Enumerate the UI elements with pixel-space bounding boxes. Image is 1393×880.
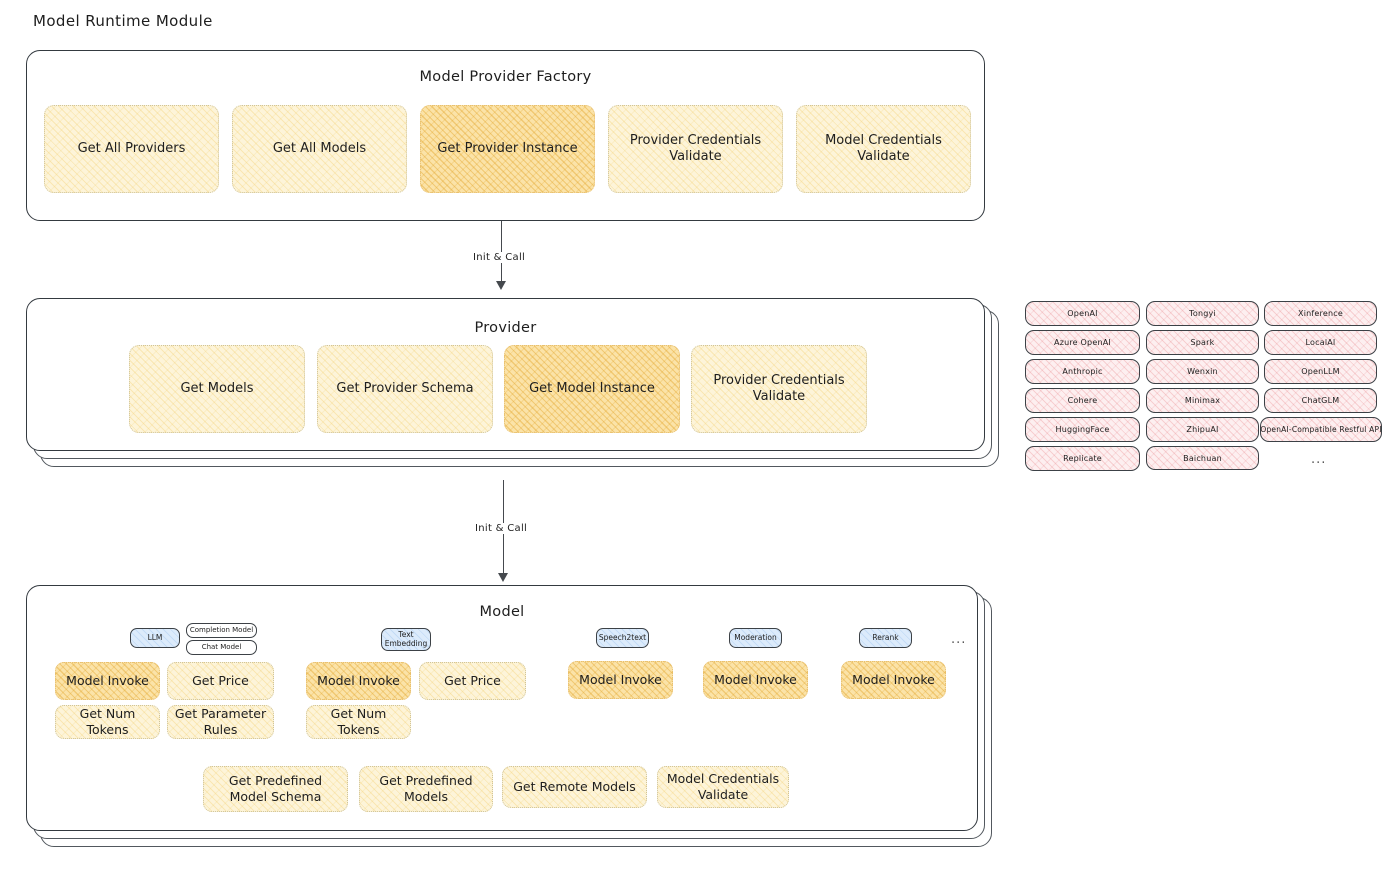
rerank-method-model-invoke[interactable]: Model Invoke [841, 661, 946, 699]
factory-method-model-credentials-validate[interactable]: Model Credentials Validate [796, 105, 971, 193]
llm-method-get-price[interactable]: Get Price [167, 662, 274, 700]
provider-pill-wenxin[interactable]: Wenxin [1146, 359, 1259, 384]
provider-pill-azure-openai[interactable]: Azure OpenAI [1025, 330, 1140, 355]
provider-pill-replicate[interactable]: Replicate [1025, 446, 1140, 471]
factory-method-get-all-models[interactable]: Get All Models [232, 105, 407, 193]
provider-label: Provider [474, 320, 537, 336]
model-type-tag-speech2text[interactable]: Speech2text [596, 628, 649, 648]
provider-pill-localai[interactable]: LocalAI [1264, 330, 1377, 355]
provider-method-get-model-instance[interactable]: Get Model Instance [504, 345, 680, 433]
model-type-tag-text-embedding[interactable]: Text Embedding [381, 628, 431, 651]
model-provider-factory-label: Model Provider Factory [419, 69, 592, 85]
provider-pill-minimax[interactable]: Minimax [1146, 388, 1259, 413]
provider-pill-openllm[interactable]: OpenLLM [1264, 359, 1377, 384]
provider-pill-huggingface[interactable]: HuggingFace [1025, 417, 1140, 442]
text-embedding-method-get-num-tokens[interactable]: Get Num Tokens [306, 705, 411, 739]
model-method-model-credentials-validate[interactable]: Model Credentials Validate [657, 766, 789, 808]
factory-method-get-all-providers[interactable]: Get All Providers [44, 105, 219, 193]
provider-pill-cohere[interactable]: Cohere [1025, 388, 1140, 413]
factory-method-get-provider-instance[interactable]: Get Provider Instance [420, 105, 595, 193]
model-type-tag-rerank[interactable]: Rerank [859, 628, 912, 648]
provider-pill-baichuan[interactable]: Baichuan [1146, 446, 1259, 470]
model-type-tag-moderation[interactable]: Moderation [729, 628, 782, 648]
model-method-get-remote-models[interactable]: Get Remote Models [502, 766, 647, 808]
model-subtag-completion-model[interactable]: Completion Model [186, 623, 257, 638]
moderation-method-model-invoke[interactable]: Model Invoke [703, 661, 808, 699]
provider-pill-anthropic[interactable]: Anthropic [1025, 359, 1140, 384]
text-embedding-method-get-price[interactable]: Get Price [419, 662, 526, 700]
provider-pill-zhipuai[interactable]: ZhipuAI [1146, 417, 1259, 442]
provider-method-get-provider-schema[interactable]: Get Provider Schema [317, 345, 493, 433]
provider-pill-spark[interactable]: Spark [1146, 330, 1259, 355]
provider-pill-tongyi[interactable]: Tongyi [1146, 301, 1259, 326]
model-types-more-ellipsis: ... [951, 632, 967, 647]
arrow-provider-to-model-head [498, 573, 508, 582]
llm-method-model-invoke[interactable]: Model Invoke [55, 662, 160, 700]
provider-list-more-ellipsis: ... [1311, 452, 1327, 467]
provider-method-get-models[interactable]: Get Models [129, 345, 305, 433]
llm-method-get-num-tokens[interactable]: Get Num Tokens [55, 705, 160, 739]
model-subtag-chat-model[interactable]: Chat Model [186, 640, 257, 655]
llm-method-get-parameter-rules[interactable]: Get Parameter Rules [167, 705, 274, 739]
provider-method-provider-credentials-validate[interactable]: Provider Credentials Validate [691, 345, 867, 433]
model-type-tag-llm[interactable]: LLM [130, 628, 180, 648]
factory-method-provider-credentials-validate[interactable]: Provider Credentials Validate [608, 105, 783, 193]
model-method-get-predefined-model-schema[interactable]: Get Predefined Model Schema [203, 766, 348, 812]
model-label: Model [479, 604, 525, 620]
page-title: Model Runtime Module [33, 12, 213, 30]
model-method-get-predefined-models[interactable]: Get Predefined Models [359, 766, 493, 812]
arrow-provider-to-model-label: Init & Call [472, 523, 531, 534]
arrow-factory-to-provider-head [496, 281, 506, 290]
speech2text-method-model-invoke[interactable]: Model Invoke [568, 661, 673, 699]
provider-pill-openai[interactable]: OpenAI [1025, 301, 1140, 326]
arrow-factory-to-provider-label: Init & Call [470, 252, 529, 263]
provider-pill-chatglm[interactable]: ChatGLM [1264, 388, 1377, 413]
provider-pill-openai-compatible-restful-api[interactable]: OpenAI-Compatible Restful API [1260, 417, 1382, 442]
provider-pill-xinference[interactable]: Xinference [1264, 301, 1377, 326]
text-embedding-method-model-invoke[interactable]: Model Invoke [306, 662, 411, 700]
